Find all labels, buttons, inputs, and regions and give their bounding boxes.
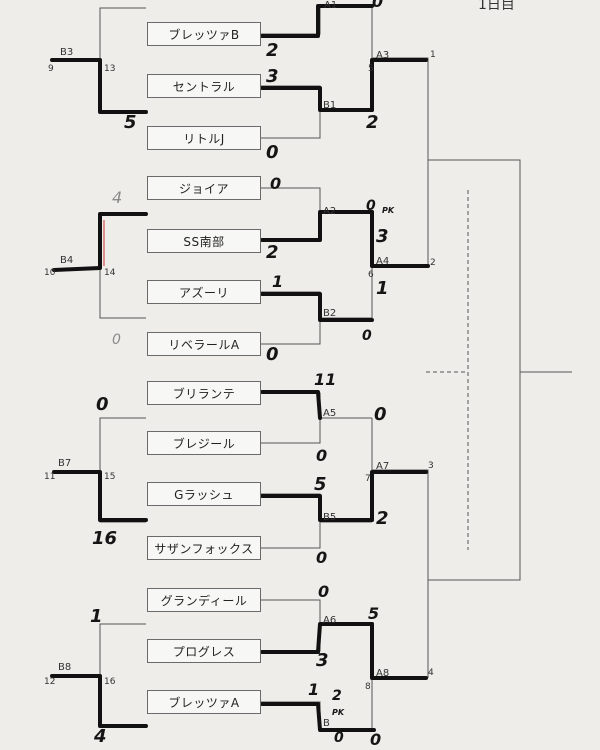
team-box-t4: ジョイア	[147, 176, 261, 200]
score-s_b6: 0	[334, 730, 344, 746]
score-s_azu: 1	[272, 272, 284, 291]
score-s_b5: 2	[376, 508, 389, 529]
team-box-t13: プログレス	[147, 639, 261, 663]
team-box-t8: ブリランテ	[147, 381, 261, 405]
score-s_ple: 0	[316, 446, 328, 465]
header-fragment: 1日目	[478, 0, 515, 13]
score-s_saz: 0	[316, 548, 328, 567]
match-label-B7: B7	[58, 458, 72, 469]
score-s_lit: 0	[266, 142, 279, 163]
team-box-t9: ブレジール	[147, 431, 261, 455]
match-label-B4: B4	[60, 255, 74, 266]
match-number-n7: 7	[365, 474, 371, 484]
score-s_ss: 2	[266, 242, 279, 263]
match-number-n10: 10	[44, 268, 56, 278]
match-label-B1: B1	[323, 100, 337, 111]
team-box-t5: SS南部	[147, 229, 261, 253]
score-s_cen: 3	[266, 66, 279, 87]
score-s_b1: 2	[366, 112, 379, 133]
score-s_gra: 5	[314, 474, 327, 495]
match-number-n5: 5	[368, 64, 374, 74]
match-number-n9: 9	[48, 64, 54, 74]
match-label-A8: A8	[376, 668, 390, 679]
team-box-t7: リベラールA	[147, 332, 261, 356]
match-label-A2: A2	[323, 206, 337, 217]
team-box-t1: ブレッツァB	[147, 22, 261, 46]
match-label-A6: A6	[323, 615, 337, 626]
team-box-t10: Gラッシュ	[147, 482, 261, 506]
score-s_a2: 0	[366, 198, 376, 214]
team-box-t3: リトルJ	[147, 126, 261, 150]
match-number-n3: 3	[428, 461, 434, 471]
score-s_a5: 0	[374, 404, 387, 425]
score-s_b6b: 0	[370, 730, 382, 749]
match-label-A7: A7	[376, 461, 390, 472]
score-s_bri: 11	[314, 370, 337, 389]
match-number-n2: 2	[430, 258, 436, 268]
score-s_lib: 0	[266, 344, 279, 365]
score-s_b7a: 0	[96, 394, 109, 415]
score-s_b8a: 1	[90, 606, 103, 627]
score-s_pk2: PK	[332, 708, 345, 717]
match-label-B8: B8	[58, 662, 72, 673]
match-number-n1: 1	[430, 50, 436, 60]
score-s_bra1: 1	[308, 680, 320, 699]
score-s_b2: 0	[362, 328, 372, 344]
match-number-n11: 11	[44, 472, 56, 482]
match-label-A5: A5	[323, 408, 337, 419]
match-number-n16: 16	[104, 677, 116, 687]
score-s_bb: 2	[266, 40, 279, 61]
match-number-n8: 8	[365, 682, 371, 692]
match-number-n13: 13	[104, 64, 116, 74]
score-s_pk1: PK	[382, 206, 395, 215]
score-s_b3: 5	[124, 112, 137, 133]
match-label-A3: A3	[376, 50, 390, 61]
match-label-A4: A4	[376, 256, 390, 267]
match-label-B5: B5	[323, 512, 337, 523]
score-s_b8b: 4	[94, 726, 107, 747]
score-s_b4: 4	[112, 188, 123, 207]
team-box-t14: ブレッツァA	[147, 690, 261, 714]
match-number-n4: 4	[428, 668, 434, 678]
score-s_a1_top: 0	[372, 0, 384, 11]
score-s_a4: 1	[376, 278, 389, 299]
match-label-B2: B2	[323, 308, 337, 319]
match-label-A1: A1	[324, 0, 338, 11]
match-number-n15: 15	[104, 472, 116, 482]
score-s_bra2: 2	[332, 688, 342, 704]
match-label-B3: B3	[60, 47, 74, 58]
match-number-n6: 6	[368, 270, 374, 280]
match-number-n12: 12	[44, 677, 56, 687]
team-box-t12: グランディール	[147, 588, 261, 612]
score-s_b4b: 0	[112, 332, 121, 348]
score-s_a2b: 3	[376, 226, 389, 247]
score-s_gdl: 0	[318, 582, 330, 601]
score-s_b7b: 16	[92, 528, 118, 549]
score-s_pro: 3	[316, 650, 329, 671]
score-s_joi: 0	[270, 174, 282, 193]
score-s_a6: 5	[368, 604, 380, 623]
team-box-t11: サザンフォックス	[147, 536, 261, 560]
team-box-t2: セントラル	[147, 74, 261, 98]
match-number-n14: 14	[104, 268, 116, 278]
team-box-t6: アズーリ	[147, 280, 261, 304]
match-label-B6: B	[323, 718, 330, 729]
